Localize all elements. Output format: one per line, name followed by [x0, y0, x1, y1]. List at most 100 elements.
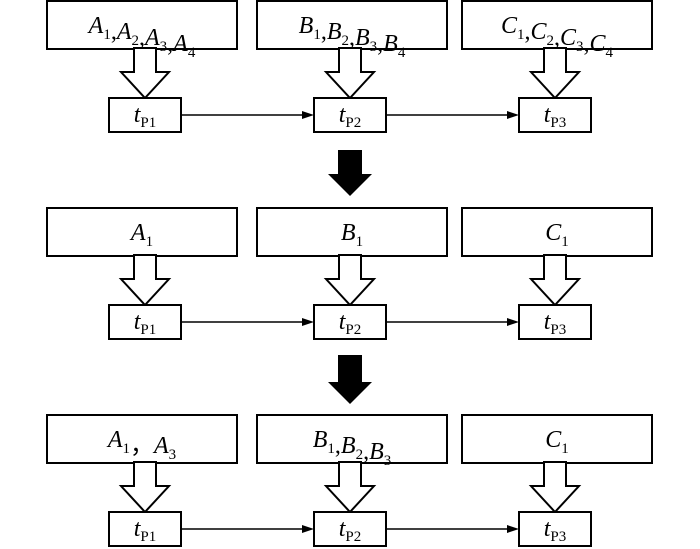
process-box: [108, 304, 182, 340]
element-subscript: 1: [103, 27, 111, 43]
process-subscript: P3: [550, 115, 566, 131]
transition-arrow: [328, 150, 372, 196]
element-set-label: A1,A2,A3,A4: [87, 13, 196, 61]
stage-1: A1,A2,A3,A4tP1B1,B2,B3,B4tP2C1,C2,C3,C4t…: [46, 0, 653, 133]
element-letter: C: [545, 427, 562, 453]
process-label: tP3: [544, 309, 567, 338]
element-letter: B: [299, 13, 314, 39]
feed-arrow: [528, 47, 582, 100]
separator: ,: [524, 19, 530, 45]
flow-arrowhead: [507, 318, 519, 326]
element-subscript: 2: [356, 447, 364, 463]
feed-arrow: [528, 254, 582, 307]
process-subscript: P2: [345, 115, 361, 131]
element-letter: B: [383, 31, 398, 57]
process-label: tP1: [134, 516, 157, 545]
element-letter: A: [87, 13, 104, 39]
process-letter: t: [544, 102, 552, 128]
element-letter: A: [129, 220, 146, 246]
element-letter: B: [369, 439, 384, 465]
feed-arrow: [528, 461, 582, 514]
flow-arrowhead: [302, 111, 314, 119]
element-subscript: 1: [313, 27, 321, 43]
separator: ，: [130, 433, 154, 459]
feed-arrow: [118, 461, 172, 514]
process-box: [518, 304, 592, 340]
element-set-box: [256, 207, 448, 257]
element-letter: C: [530, 19, 547, 45]
element-letter: C: [560, 25, 577, 51]
element-set-label: C1: [545, 220, 569, 250]
element-set-label: B1,B2,B3: [313, 427, 392, 469]
process-label: tP2: [339, 102, 362, 131]
flow-arrowhead: [507, 525, 519, 533]
element-letter: B: [327, 19, 342, 45]
element-letter: A: [143, 25, 160, 51]
element-subscript: 3: [370, 39, 378, 55]
element-set-box: [256, 414, 448, 464]
element-set-box: [461, 414, 653, 464]
process-letter: t: [339, 309, 347, 335]
process-letter: t: [339, 516, 347, 542]
element-subscript: 1: [561, 441, 569, 457]
process-subscript: P1: [140, 322, 156, 338]
element-set-label: C1,C2,C3,C4: [501, 13, 614, 61]
process-box: [518, 511, 592, 547]
element-subscript: 1: [356, 234, 364, 250]
process-box: [313, 511, 387, 547]
element-letter: B: [341, 433, 356, 459]
process-subscript: P1: [140, 529, 156, 545]
element-set-box: [46, 207, 238, 257]
element-letter: B: [313, 427, 328, 453]
process-letter: t: [134, 309, 142, 335]
separator: ,: [349, 25, 355, 51]
separator: ,: [377, 31, 383, 57]
element-subscript: 2: [342, 33, 350, 49]
process-label: tP1: [134, 309, 157, 338]
process-label: tP1: [134, 102, 157, 131]
element-set-box: [256, 0, 448, 50]
flow-arrowhead: [302, 525, 314, 533]
process-letter: t: [544, 309, 552, 335]
process-label: tP3: [544, 516, 567, 545]
process-letter: t: [134, 516, 142, 542]
separator: ,: [167, 31, 173, 57]
element-subscript: 1: [561, 234, 569, 250]
element-set-label: B1: [341, 220, 363, 250]
element-set-label: A1: [129, 220, 153, 250]
element-set-box: [46, 0, 238, 50]
flow-arrowhead: [507, 111, 519, 119]
separator: ,: [139, 25, 145, 51]
feed-arrow: [118, 47, 172, 100]
element-set-label: A1，A3: [106, 427, 176, 463]
element-subscript: 4: [398, 45, 406, 61]
element-subscript: 1: [517, 27, 525, 43]
feed-arrow: [323, 461, 377, 514]
flow-arrowhead: [302, 318, 314, 326]
element-letter: B: [355, 25, 370, 51]
element-set-label: C1: [545, 427, 569, 457]
element-set-box: [461, 0, 653, 50]
process-label: tP2: [339, 309, 362, 338]
process-letter: t: [134, 102, 142, 128]
element-letter: A: [106, 427, 123, 453]
separator: ,: [554, 25, 560, 51]
element-letter: B: [341, 220, 356, 246]
element-subscript: 4: [188, 45, 196, 61]
element-subscript: 4: [606, 45, 614, 61]
process-box: [518, 97, 592, 133]
element-letter: A: [152, 433, 169, 459]
element-subscript: 1: [146, 234, 154, 250]
element-subscript: 3: [169, 447, 177, 463]
separator: ,: [111, 19, 117, 45]
element-letter: C: [590, 31, 607, 57]
element-letter: A: [115, 19, 132, 45]
element-set-box: [461, 207, 653, 257]
element-letter: C: [545, 220, 562, 246]
process-subscript: P2: [345, 322, 361, 338]
separator: ,: [335, 433, 341, 459]
element-subscript: 3: [576, 39, 584, 55]
